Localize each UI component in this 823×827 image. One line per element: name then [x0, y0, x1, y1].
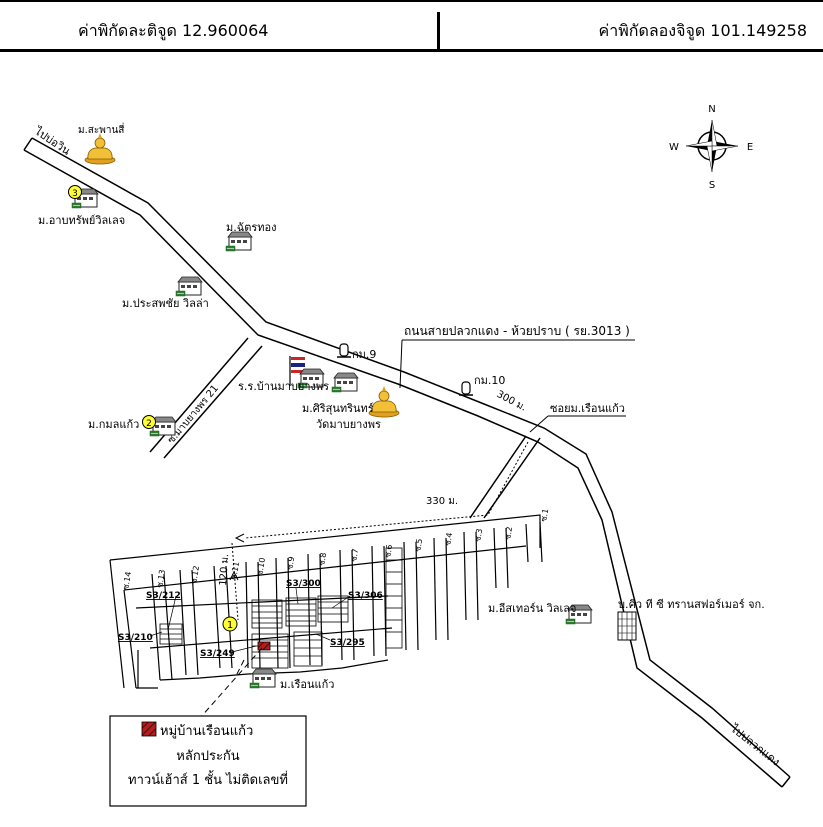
- legend-title: หมู่บ้านเรือนแก้ว: [160, 723, 253, 739]
- soi-10-label: ซ.10: [255, 557, 267, 576]
- km10-post-icon: [458, 381, 474, 396]
- landmark-village-3: ม.อาบทรัพย์วิลเลจ: [38, 214, 125, 227]
- marker-3-label: 3: [72, 189, 78, 199]
- landmark-eastern-villa: ม.อีสเทอร์น วิลเลจ: [488, 602, 576, 615]
- compass-south: S: [709, 180, 715, 191]
- legend-pointer: [199, 647, 263, 719]
- main-road: [23, 137, 791, 788]
- soi-1-label: ซ.1: [539, 508, 550, 522]
- legend-swatch: [141, 721, 157, 737]
- km10-label: กม.10: [474, 374, 505, 387]
- location-map: N S E W ถนนสายปลวกแดง - ห้วยปราบ ( รย.30…: [23, 104, 791, 807]
- main-road-label: ถนนสายปลวกแดง - ห้วยปราบ ( รย.3013 ): [404, 324, 630, 338]
- soi-ruenkaew-label: ซอยม.เรือนแก้ว: [550, 402, 625, 415]
- longitude-label: ค่าพิกัดลองจิจูด 101.149258: [598, 21, 807, 40]
- landmark-temple-top: ม.สะพานสี่: [78, 122, 124, 136]
- distance-120-label: 120 ม.: [218, 553, 231, 586]
- latitude-label: ค่าพิกัดละติจูด 12.960064: [78, 21, 269, 40]
- soi-7-label: ซ.7: [349, 548, 360, 562]
- marker-3-circle: [68, 185, 82, 199]
- lot-s300-label: S3/300: [286, 579, 321, 589]
- village-grid: [109, 514, 543, 689]
- chatthong-building-icon: [225, 231, 253, 252]
- to-pluakdaeng-label: ไปปลวกแดง: [727, 722, 782, 769]
- lot-s210-label: S3/210: [118, 633, 153, 643]
- compass-east: E: [747, 142, 753, 153]
- header-divider: [437, 12, 440, 52]
- soi-ruenkaew-road: [469, 435, 541, 519]
- legend-box: หมู่บ้านเรือนแก้ว หลักประกัน ทาวน์เฮ้าส์…: [109, 715, 307, 807]
- distance-330-label: 330 ม.: [426, 496, 458, 507]
- landmark-wat: วัดมาบยางพร: [316, 418, 381, 431]
- dotted-route: [231, 441, 529, 621]
- marker-2-circle: [142, 415, 156, 429]
- coordinates-header: ค่าพิกัดละติจูด 12.960064 ค่าพิกัดลองจิจ…: [0, 0, 823, 52]
- landmark-kamonkaew: ม.กมลแก้ว: [88, 418, 139, 431]
- soi-3-label: ซ.3: [473, 528, 484, 542]
- landmark-chatthong: ม.ฉัตรทอง: [226, 221, 277, 234]
- marker-1-circle: [222, 616, 238, 632]
- marker-1-label: 1: [227, 620, 233, 631]
- soi-11-label: ซ.11: [229, 561, 241, 580]
- soi-6-label: ซ.6: [383, 544, 394, 558]
- lot-s249-label: S3/249: [200, 649, 235, 659]
- lot-s212-label: S3/212: [146, 591, 181, 601]
- marker-2-label: 2: [146, 419, 152, 429]
- soi-14-label: ซ.14: [121, 571, 133, 590]
- soi-5-label: ซ.5: [413, 538, 424, 552]
- km9-post-icon: [336, 343, 352, 358]
- buddha-statue-icon: [84, 132, 116, 165]
- landmark-school: ร.ร.บ้านมาบยางพร: [238, 380, 329, 393]
- landmark-prasapchai: ม.ประสพชัย วิลล่า: [122, 297, 209, 310]
- prasapchai-building-icon: [175, 276, 203, 297]
- lot-s295-label: S3/295: [330, 638, 365, 648]
- landmark-sirisunthon: ม.ศิริสุนทรินทร์: [302, 402, 374, 415]
- landmark-ruenkaew: ม.เรือนแก้ว: [280, 678, 334, 691]
- compass-rose: [685, 119, 739, 173]
- factory-building-icon: [617, 611, 637, 641]
- main-road-label-leader: [399, 339, 403, 389]
- soi-9-label: ซ.9: [285, 556, 296, 570]
- km9-label: กม.9: [352, 348, 376, 361]
- soi-13-label: ซ.13: [155, 569, 167, 588]
- soi-4-label: ซ.4: [443, 532, 454, 546]
- soi-ruenkaew-leader: [529, 415, 549, 433]
- soi-8-label: ซ.8: [317, 552, 328, 566]
- landmark-company: บ.คิว ที ซี ทรานสฟอร์เมอร์ จก.: [618, 598, 765, 611]
- compass-north: N: [708, 104, 715, 115]
- soi-21-label: ซ.มาบยางพร 21: [166, 383, 221, 446]
- compass-west: W: [669, 142, 679, 153]
- soi-2-label: ซ.2: [503, 526, 514, 540]
- soi-12-label: ซ.12: [189, 565, 201, 584]
- sirisunthon-building-icon: [331, 372, 359, 393]
- lot-s306-label: S3/306: [348, 591, 383, 601]
- school-flag-icon: [289, 356, 305, 386]
- collateral-townhouse: [257, 641, 271, 651]
- ruenkaew-building-icon: [249, 668, 277, 689]
- legend-line2: หลักประกัน: [176, 749, 239, 764]
- legend-line3: ทาวน์เฮ้าส์ 1 ชั้น ไม่ติดเลขที่: [128, 770, 288, 788]
